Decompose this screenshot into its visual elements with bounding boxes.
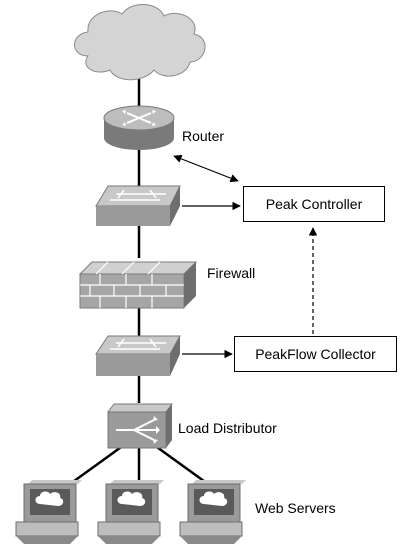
server-icon — [179, 480, 246, 544]
peakflow-collector-box: PeakFlow Collector — [234, 336, 397, 372]
router-icon — [103, 105, 175, 150]
web-servers-label: Web Servers — [255, 500, 336, 516]
network-links — [69, 78, 209, 486]
switch-icon — [95, 185, 181, 226]
server-icon — [97, 480, 164, 544]
load-distributor-label: Load Distributor — [178, 420, 277, 436]
firewall-label: Firewall — [207, 265, 256, 281]
peak-controller-box: Peak Controller — [243, 186, 385, 222]
router-controller-link — [173, 154, 239, 183]
cloud-icon — [74, 4, 206, 81]
switch-icon — [95, 335, 181, 376]
router-label: Router — [182, 128, 225, 144]
server-icon — [15, 480, 82, 544]
firewall-icon — [78, 261, 198, 309]
load-distributor-icon — [107, 403, 173, 449]
